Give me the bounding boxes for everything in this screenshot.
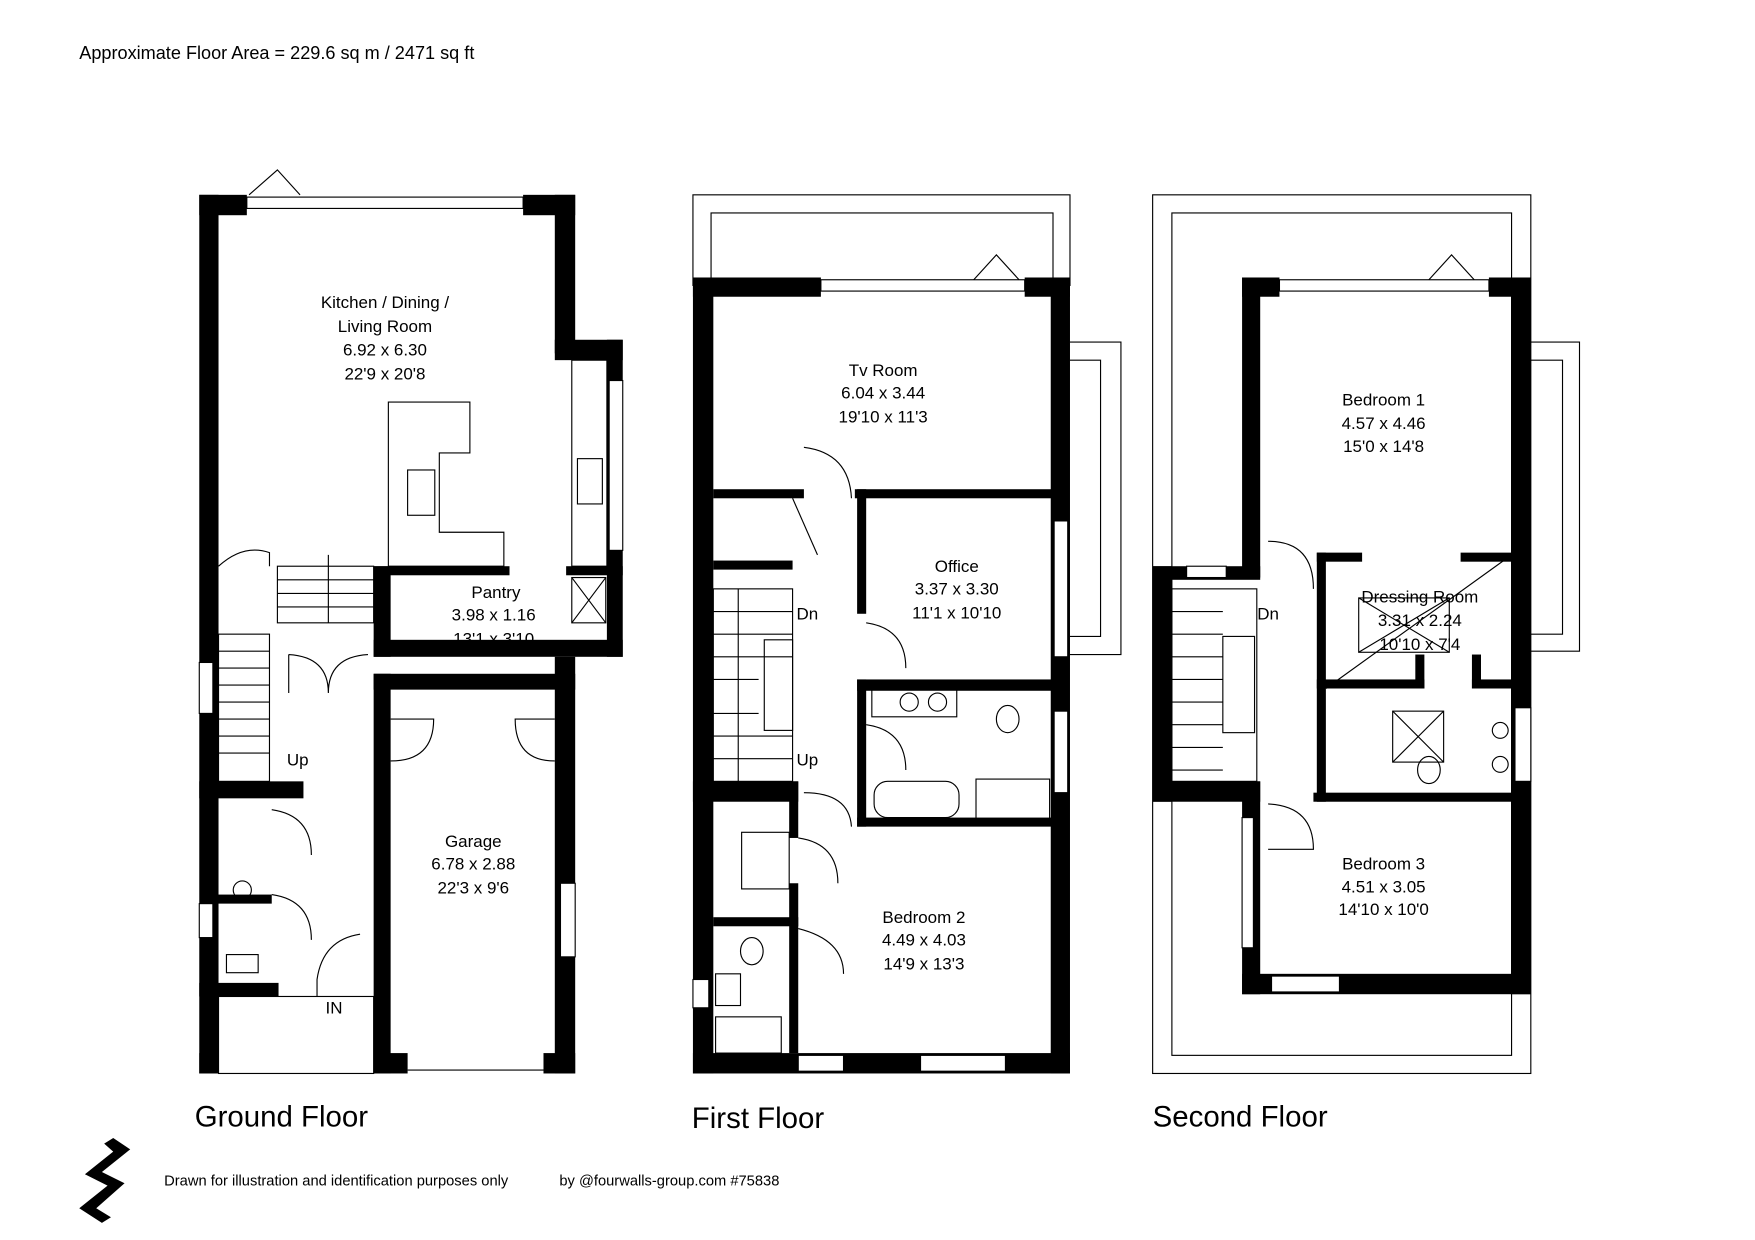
window bbox=[1186, 565, 1227, 579]
walls bbox=[199, 194, 623, 1074]
room-name-office: Office bbox=[935, 557, 979, 576]
floor-area-text: Approximate Floor Area = 229.6 sq m / 24… bbox=[79, 43, 474, 63]
window bbox=[1053, 520, 1069, 658]
room-name-garage: Garage bbox=[445, 832, 502, 851]
room-name-kitchen-2: Living Room bbox=[338, 317, 432, 336]
room-dimensions-imperial: 19'10 x 11'3 bbox=[839, 407, 928, 426]
floor-title-ground: Ground Floor bbox=[195, 1101, 369, 1134]
disclaimer-text: Drawn for illustration and identificatio… bbox=[164, 1174, 509, 1190]
credit-text: by @fourwalls-group.com #75838 bbox=[559, 1174, 779, 1190]
doors-fixtures bbox=[715, 446, 1051, 1054]
stairs-down-label: Dn bbox=[1257, 604, 1279, 623]
window bbox=[1514, 707, 1532, 782]
staircase bbox=[712, 588, 794, 782]
window bbox=[246, 196, 524, 209]
basin-icon bbox=[715, 973, 742, 1007]
room-name-bedroom-3: Bedroom 3 bbox=[1342, 855, 1425, 874]
shower-icon bbox=[715, 1016, 782, 1054]
window bbox=[1053, 710, 1069, 794]
room-name-dressing-room: Dressing Room bbox=[1361, 587, 1478, 606]
bifold-door bbox=[1428, 254, 1475, 281]
toilet-icon bbox=[739, 937, 764, 966]
doors-fixtures bbox=[1268, 540, 1512, 850]
basin-icon bbox=[871, 687, 958, 718]
porch bbox=[217, 995, 375, 1075]
balcony bbox=[692, 194, 1071, 286]
first-floor-plan: Tv Room 6.04 x 3.44 19'10 x 11'3 Office … bbox=[692, 194, 1122, 1135]
room-name-pantry: Pantry bbox=[471, 583, 521, 602]
room-dimensions-imperial: 22'3 x 9'6 bbox=[437, 878, 509, 897]
toilet-icon bbox=[1417, 755, 1441, 785]
room-dimensions-metric: 6.78 x 2.88 bbox=[431, 855, 515, 874]
second-floor-plan: Bedroom 1 4.57 x 4.46 15'0 x 14'8 Dressi… bbox=[1152, 194, 1581, 1134]
room-dimensions-metric: 4.49 x 4.03 bbox=[882, 931, 966, 950]
room-dimensions-imperial: 10'10 x 7'4 bbox=[1379, 635, 1460, 654]
room-dimensions-imperial: 15'0 x 14'8 bbox=[1343, 437, 1424, 456]
room-dimensions-metric: 4.57 x 4.46 bbox=[1342, 414, 1426, 433]
window bbox=[198, 903, 214, 939]
sink-icon bbox=[576, 458, 603, 505]
window bbox=[198, 661, 214, 714]
window bbox=[919, 1054, 1007, 1072]
room-dimensions-imperial: 11'1 x 10'10 bbox=[912, 603, 1001, 622]
window bbox=[820, 279, 1026, 292]
window bbox=[559, 882, 576, 958]
shower-icon bbox=[1392, 710, 1445, 763]
room-dimensions-imperial: 14'10 x 10'0 bbox=[1338, 900, 1428, 919]
room-dimensions-imperial: 22'9 x 20'8 bbox=[344, 364, 425, 383]
room-name-bedroom-2: Bedroom 2 bbox=[882, 908, 965, 927]
room-name-kitchen: Kitchen / Dining / bbox=[321, 293, 450, 312]
basin-icon bbox=[225, 954, 259, 974]
bifold-door bbox=[973, 254, 1020, 281]
toilet-icon bbox=[232, 880, 252, 900]
floor-title-second: Second Floor bbox=[1153, 1101, 1328, 1134]
toilet-icon bbox=[995, 704, 1020, 734]
room-dimensions-metric: 3.98 x 1.16 bbox=[452, 606, 536, 625]
shower-icon bbox=[975, 778, 1051, 821]
doors bbox=[225, 653, 555, 997]
hob-icon bbox=[407, 469, 436, 516]
window bbox=[1241, 817, 1254, 949]
logo bbox=[79, 1138, 131, 1223]
ground-floor-plan: Kitchen / Dining / Living Room 6.92 x 6.… bbox=[195, 169, 624, 1134]
room-name-bedroom-1: Bedroom 1 bbox=[1342, 390, 1425, 409]
basin-icon bbox=[1491, 721, 1509, 739]
stairs-up-label: Up bbox=[287, 750, 309, 769]
bathtub-icon bbox=[873, 780, 960, 819]
window bbox=[1278, 279, 1490, 292]
stairs-up-label: Up bbox=[796, 750, 818, 769]
skylight-icon bbox=[1358, 597, 1450, 653]
basin-icon bbox=[1491, 755, 1509, 773]
window bbox=[692, 978, 710, 1009]
staircase bbox=[1171, 588, 1258, 782]
room-dimensions-metric: 6.04 x 3.44 bbox=[841, 384, 925, 403]
room-dimensions-metric: 3.31 x 2.24 bbox=[1378, 611, 1462, 630]
kitchen-units bbox=[387, 359, 608, 624]
staircase bbox=[217, 549, 375, 782]
floor-title-first: First Floor bbox=[692, 1102, 825, 1135]
bay-window bbox=[1530, 341, 1581, 652]
window bbox=[797, 1054, 845, 1072]
bay-window bbox=[1069, 341, 1122, 656]
room-name-tv-room: Tv Room bbox=[849, 361, 918, 380]
entrance-label: IN bbox=[326, 998, 343, 1017]
room-dimensions-imperial: 14'9 x 13'3 bbox=[883, 954, 964, 973]
bifold-door bbox=[248, 169, 301, 196]
room-dimensions-metric: 4.51 x 3.05 bbox=[1342, 877, 1426, 896]
stairs-down-label: Dn bbox=[796, 604, 818, 623]
room-dimensions-imperial: 13'1 x 3'10 bbox=[453, 629, 534, 648]
window bbox=[608, 379, 624, 551]
window bbox=[1270, 975, 1341, 993]
room-dimensions-metric: 6.92 x 6.30 bbox=[343, 341, 427, 360]
room-dimensions-metric: 3.37 x 3.30 bbox=[915, 580, 999, 599]
